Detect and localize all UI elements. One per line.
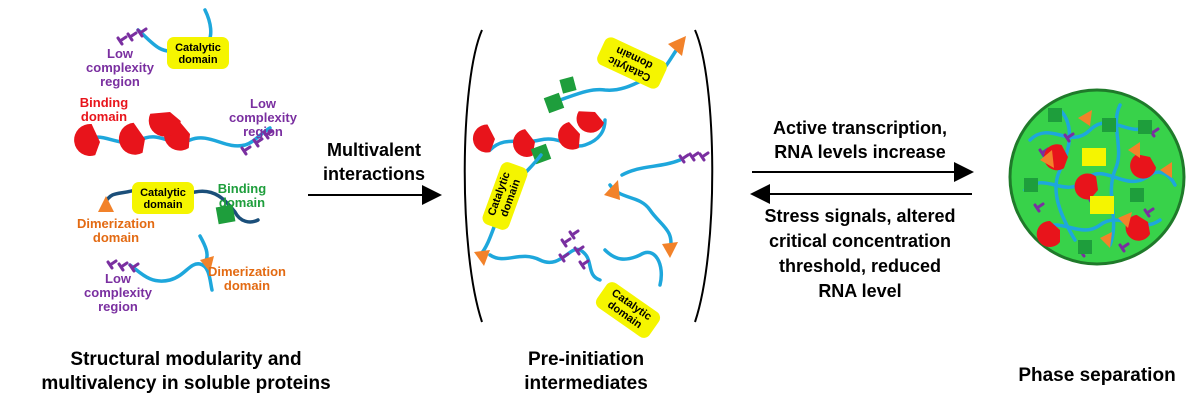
droplet-catalytic-b bbox=[1090, 196, 1114, 214]
protein-3: Catalytic domain Binding domain Dimeriza… bbox=[77, 181, 266, 245]
dimerization-mid-2 bbox=[474, 250, 490, 266]
droplet-green-f bbox=[1130, 188, 1144, 202]
droplet-green-d bbox=[1024, 178, 1038, 192]
catalytic-domain-mid-2 bbox=[482, 162, 528, 230]
protein-4: Low complexity region Dimerization domai… bbox=[84, 234, 286, 314]
droplet-dimer-e bbox=[1100, 232, 1112, 248]
lcr-cluster-mid bbox=[558, 229, 590, 270]
dimerization-domain-1 bbox=[98, 196, 114, 212]
dimerization-label-2-line2: domain bbox=[224, 278, 270, 293]
lcr-mid-right bbox=[678, 151, 710, 164]
right-bracket bbox=[694, 29, 714, 323]
reverse-label-line3: threshold, reduced bbox=[779, 256, 941, 276]
protein-1: Catalytic domain Low complexity region bbox=[86, 8, 229, 89]
catalytic-domain-mid-3 bbox=[595, 282, 661, 338]
binding-mid-b bbox=[512, 129, 535, 157]
binding-mid-d bbox=[576, 111, 604, 133]
lcr-label-2-line2: complexity bbox=[229, 110, 298, 125]
binding-green-mid-2 bbox=[559, 76, 577, 94]
caption-right: Phase separation bbox=[1018, 365, 1175, 386]
dimerization-mid-4 bbox=[662, 242, 678, 258]
multivalent-label-line2: interactions bbox=[323, 164, 425, 184]
binding-domain-green bbox=[215, 204, 236, 225]
caption-middle-line1: Pre-initiation bbox=[528, 349, 644, 370]
binding-domain-d bbox=[148, 112, 181, 137]
caption-left-line2: multivalency in soluble proteins bbox=[41, 373, 330, 394]
catalytic-domain-mid-1 bbox=[597, 37, 667, 89]
low-complexity-marks-4 bbox=[106, 259, 140, 273]
lcr-label-2-line3: region bbox=[243, 124, 283, 139]
dimerization-domain-2 bbox=[200, 256, 214, 272]
dimerization-label-1-line1: Dimerization bbox=[77, 216, 155, 231]
lcr-label-1-line3: region bbox=[100, 74, 140, 89]
binding-label-red-line1: Binding bbox=[80, 95, 128, 110]
protein-2: Binding domain Low complexity region bbox=[74, 95, 298, 156]
reverse-label-line4: RNA level bbox=[818, 281, 901, 301]
dimerization-label-1-line2: domain bbox=[93, 230, 139, 245]
droplet-chains bbox=[1023, 103, 1177, 247]
left-bracket bbox=[463, 29, 483, 323]
droplet-dimer-d bbox=[1118, 212, 1132, 228]
catalytic-label-3-line2: domain bbox=[143, 199, 182, 211]
caption-left-line1: Structural modularity and bbox=[70, 349, 301, 370]
droplet-binding-b bbox=[1130, 154, 1156, 179]
droplet-green-c bbox=[1138, 120, 1152, 134]
droplet-dimer-a bbox=[1078, 110, 1092, 126]
lcr-label-1-line2: complexity bbox=[86, 60, 155, 75]
dimerization-label-2-line1: Dimerization bbox=[208, 264, 286, 279]
catalytic-domain-1 bbox=[167, 37, 229, 69]
reverse-label-line1: Stress signals, altered bbox=[764, 206, 955, 226]
droplet-green-e bbox=[1078, 240, 1092, 254]
forward-label-line2: RNA levels increase bbox=[774, 142, 945, 162]
droplet-dimer-c bbox=[1040, 150, 1054, 168]
lcr-label-2-line1: Low bbox=[250, 96, 277, 111]
droplet-green-b bbox=[1102, 118, 1116, 132]
low-complexity-marks-2 bbox=[240, 129, 274, 156]
catalytic-label-1-line1: Catalytic bbox=[175, 42, 221, 54]
droplet-binding-e bbox=[1125, 214, 1151, 241]
lcr-label-3-line1: Low bbox=[105, 271, 132, 286]
lcr-label-3-line3: region bbox=[98, 299, 138, 314]
binding-label-green-line2: domain bbox=[219, 195, 265, 210]
reverse-label-line2: critical concentration bbox=[769, 231, 951, 251]
binding-label-green-line1: Binding bbox=[218, 181, 266, 196]
catalytic-domain-3 bbox=[132, 182, 194, 214]
droplet-dimer-b bbox=[1128, 142, 1140, 158]
droplet-body bbox=[1008, 88, 1186, 266]
droplet-binding-c bbox=[1074, 173, 1098, 200]
dimerization-mid-3 bbox=[604, 180, 620, 200]
low-complexity-marks-1 bbox=[116, 27, 148, 46]
lcr-label-1-line1: Low bbox=[107, 46, 134, 61]
droplet-catalytic-a bbox=[1082, 148, 1106, 166]
catalytic-label-3-line1: Catalytic bbox=[140, 187, 186, 199]
multivalent-label-line1: Multivalent bbox=[327, 140, 421, 160]
phase-separated-droplet bbox=[1008, 88, 1186, 266]
binding-green-mid-1 bbox=[543, 92, 565, 114]
droplet-green-a bbox=[1048, 108, 1062, 122]
droplet-dimer-f bbox=[1160, 162, 1172, 178]
binding-mid-a bbox=[472, 124, 495, 153]
intermediate-complex: Catalytic domain Catalytic domain Cataly… bbox=[472, 36, 710, 338]
caption-middle-line2: intermediates bbox=[524, 373, 648, 394]
forward-label-line1: Active transcription, bbox=[773, 118, 947, 138]
lcr-label-3-line2: complexity bbox=[84, 285, 153, 300]
binding-mid-c bbox=[558, 121, 580, 150]
catalytic-label-1-line2: domain bbox=[178, 54, 217, 66]
dimerization-mid-1 bbox=[668, 36, 686, 56]
binding-domain-b bbox=[118, 122, 145, 155]
binding-label-red-line2: domain bbox=[81, 109, 127, 124]
droplet-binding-d bbox=[1036, 220, 1060, 247]
binding-domain-a bbox=[74, 124, 100, 156]
